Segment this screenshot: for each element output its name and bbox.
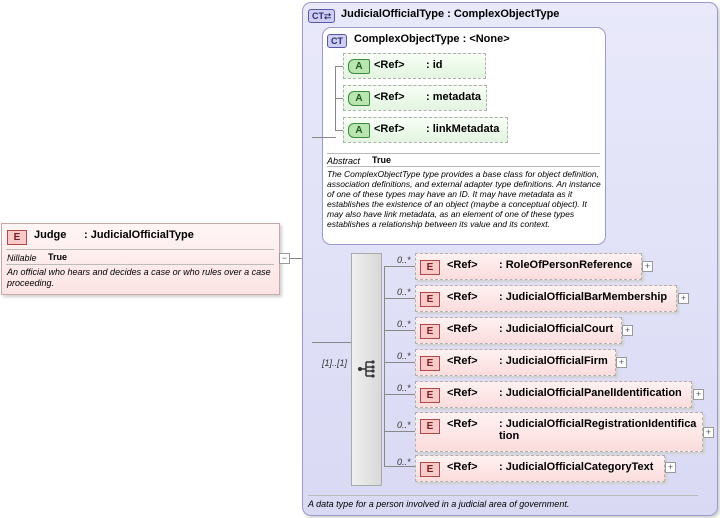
connector-line xyxy=(335,98,343,99)
expand-toggle[interactable]: + xyxy=(703,427,714,438)
child-ref: <Ref> xyxy=(447,355,478,367)
sequence-compositor[interactable] xyxy=(351,253,382,486)
divider xyxy=(327,153,600,154)
element-type: : JudicialOfficialType xyxy=(84,229,194,241)
element-icon: E xyxy=(420,324,440,339)
element-icon: E xyxy=(7,230,27,245)
child-name: : JudicialOfficialRegistrationIdentifica… xyxy=(499,418,697,442)
sequence-cardinality: [1]..[1] xyxy=(322,358,348,368)
child-element-panel-identification[interactable]: E <Ref> : JudicialOfficialPanelIdentific… xyxy=(415,381,692,408)
attribute-ref: <Ref> xyxy=(374,91,405,103)
complex-type-title: JudicialOfficialType : ComplexObjectType xyxy=(341,8,560,20)
element-description: An official who hears and decides a case… xyxy=(7,267,271,288)
connector-line xyxy=(289,258,313,259)
child-cardinality: 0..* xyxy=(397,255,411,265)
child-cardinality: 0..* xyxy=(397,319,411,329)
connector-line xyxy=(384,330,415,331)
element-icon: E xyxy=(420,356,440,371)
child-name: : RoleOfPersonReference xyxy=(499,259,633,271)
connector-line xyxy=(312,137,336,138)
attribute-icon: A xyxy=(348,91,370,106)
child-cardinality: 0..* xyxy=(397,287,411,297)
connector-line xyxy=(335,130,343,131)
connector-line xyxy=(384,431,415,432)
child-cardinality: 0..* xyxy=(397,351,411,361)
child-ref: <Ref> xyxy=(447,418,478,430)
base-type-title: ComplexObjectType : <None> xyxy=(354,33,510,45)
attribute-id[interactable]: A <Ref> : id xyxy=(343,53,486,79)
child-element-registration-identification[interactable]: E <Ref> : JudicialOfficialRegistrationId… xyxy=(415,412,703,452)
child-ref: <Ref> xyxy=(447,291,478,303)
child-cardinality: 0..* xyxy=(397,420,411,430)
nillable-value: True xyxy=(48,252,68,262)
connector-line xyxy=(384,266,385,466)
connector-line xyxy=(384,266,415,267)
attribute-name: : linkMetadata xyxy=(426,123,500,135)
connector-line xyxy=(312,342,351,343)
child-cardinality: 0..* xyxy=(397,383,411,393)
expand-toggle[interactable]: + xyxy=(665,462,676,473)
connector-line xyxy=(384,362,415,363)
nillable-label: Nillable xyxy=(7,253,37,263)
base-type-icon: CT xyxy=(327,34,347,48)
judge-element-box[interactable]: E Judge : JudicialOfficialType Nillable … xyxy=(1,223,280,295)
abstract-label: Abstract xyxy=(327,156,361,166)
attribute-ref: <Ref> xyxy=(374,123,405,135)
divider xyxy=(308,495,698,496)
child-element-firm[interactable]: E <Ref> : JudicialOfficialFirm xyxy=(415,349,616,376)
base-type-description: The ComplexObjectType type provides a ba… xyxy=(327,169,601,229)
child-name: : JudicialOfficialBarMembership xyxy=(499,291,668,303)
element-name: Judge xyxy=(34,229,67,241)
connector-line xyxy=(384,466,415,467)
child-element-court[interactable]: E <Ref> : JudicialOfficialCourt xyxy=(415,317,622,344)
divider xyxy=(6,249,274,250)
child-ref: <Ref> xyxy=(447,259,478,271)
child-ref: <Ref> xyxy=(447,461,478,473)
element-icon: E xyxy=(420,388,440,403)
child-name: : JudicialOfficialCourt xyxy=(499,323,614,335)
child-name: : JudicialOfficialPanelIdentification xyxy=(499,387,682,399)
attribute-icon: A xyxy=(348,59,370,74)
attribute-metadata[interactable]: A <Ref> : metadata xyxy=(343,85,487,111)
child-name: : JudicialOfficialFirm xyxy=(499,355,608,367)
attribute-link-metadata[interactable]: A <Ref> : linkMetadata xyxy=(343,117,508,143)
child-element-role-of-person-reference[interactable]: E <Ref> : RoleOfPersonReference xyxy=(415,253,642,280)
attribute-ref: <Ref> xyxy=(374,59,405,71)
expand-toggle[interactable]: + xyxy=(616,357,627,368)
expand-toggle[interactable]: + xyxy=(622,325,633,336)
child-ref: <Ref> xyxy=(447,387,478,399)
element-icon: E xyxy=(420,462,440,477)
child-name: : JudicialOfficialCategoryText xyxy=(499,461,654,473)
expand-toggle[interactable]: + xyxy=(678,293,689,304)
connector-line xyxy=(384,298,415,299)
sequence-icon xyxy=(358,360,375,378)
complex-type-description: A data type for a person involved in a j… xyxy=(308,499,570,509)
attribute-name: : id xyxy=(426,59,443,71)
element-icon: E xyxy=(420,292,440,307)
element-icon: E xyxy=(420,260,440,275)
attribute-icon: A xyxy=(348,123,370,138)
element-icon: E xyxy=(420,419,440,434)
attribute-name: : metadata xyxy=(426,91,482,103)
child-element-bar-membership[interactable]: E <Ref> : JudicialOfficialBarMembership xyxy=(415,285,677,312)
child-cardinality: 0..* xyxy=(397,457,411,467)
connector-line xyxy=(384,394,415,395)
complex-type-icon: CT⮂ xyxy=(308,9,336,23)
expand-toggle[interactable]: + xyxy=(642,261,653,272)
divider xyxy=(6,264,274,265)
child-ref: <Ref> xyxy=(447,323,478,335)
child-element-category-text[interactable]: E <Ref> : JudicialOfficialCategoryText xyxy=(415,455,665,482)
connector-line xyxy=(335,66,343,67)
expand-toggle[interactable]: + xyxy=(693,389,704,400)
abstract-value: True xyxy=(372,155,392,165)
divider xyxy=(327,166,600,167)
